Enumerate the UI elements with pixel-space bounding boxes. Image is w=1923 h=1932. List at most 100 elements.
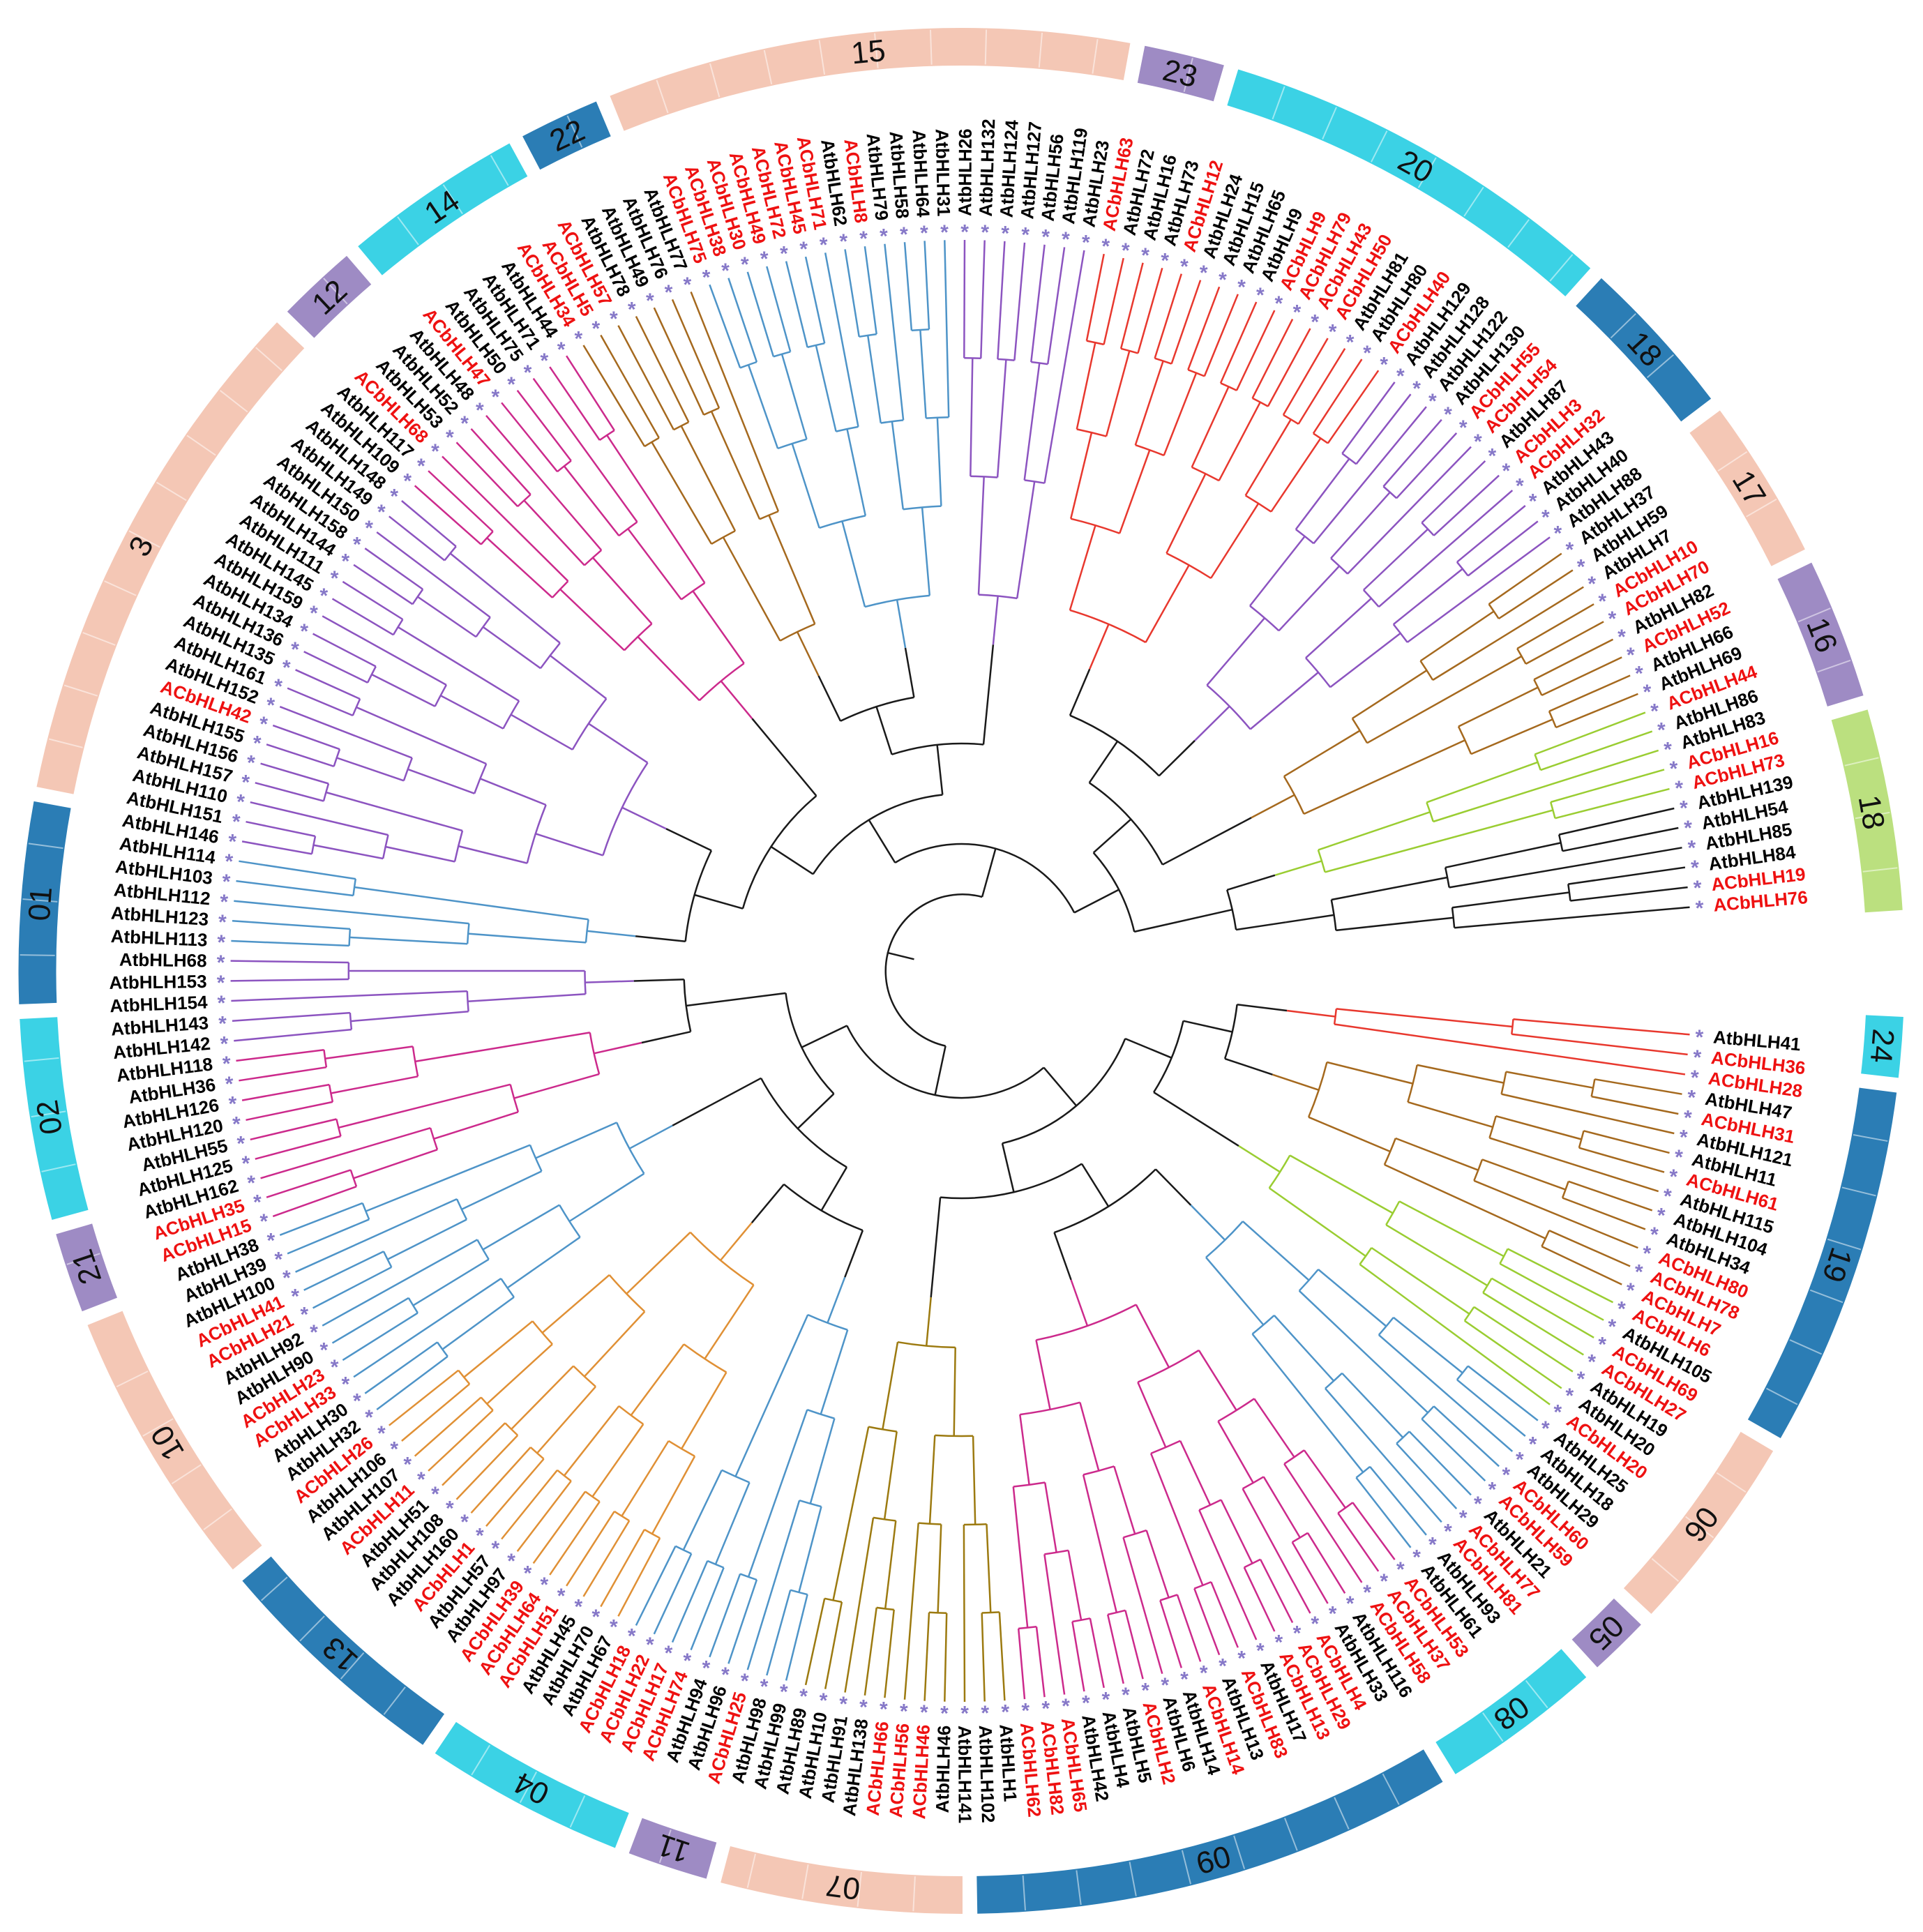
ring-group-number: 23 <box>1159 53 1200 94</box>
ring-segment-18 <box>1576 278 1712 422</box>
leaf-star-marker: * <box>1635 1261 1643 1284</box>
leaf-star-marker: * <box>403 470 412 493</box>
ring-segment-12 <box>287 255 372 338</box>
leaf-star-marker: * <box>1329 1603 1337 1626</box>
leaf-star-marker: * <box>721 259 730 282</box>
leaf-star-marker: * <box>1001 222 1009 246</box>
leaf-star-marker: * <box>1311 310 1319 333</box>
leaf-star-marker: * <box>540 1573 548 1597</box>
leaf-star-marker: * <box>417 1468 425 1491</box>
leaf-star-marker: * <box>310 1321 318 1344</box>
leaf-star-marker: * <box>1082 232 1090 255</box>
leaf-star-marker: * <box>574 1596 582 1619</box>
leaf-star-marker: * <box>1696 897 1704 920</box>
leaf-star-marker: * <box>1428 390 1437 413</box>
leaf-star-marker: * <box>839 1693 847 1716</box>
leaf-star-marker: * <box>1488 445 1497 468</box>
leaf-star-marker: * <box>1680 797 1688 820</box>
leaf-star-marker: * <box>1396 1558 1405 1581</box>
leaf-label: AtbHLH141 <box>954 1726 976 1823</box>
leaf-star-marker: * <box>300 620 308 643</box>
leaf-star-marker: * <box>253 732 262 755</box>
leaf-label: AtbHLH46 <box>932 1725 955 1813</box>
ring-segment-04 <box>435 1721 629 1848</box>
ring-segment-15 <box>610 28 1131 131</box>
leaf-star-marker: * <box>390 485 398 508</box>
leaf-label: AtbHLH64 <box>908 129 933 218</box>
leaf-star-marker: * <box>1691 856 1699 880</box>
leaf-star-marker: * <box>1237 1647 1246 1670</box>
leaf-star-marker: * <box>1650 700 1659 723</box>
leaf-star-marker: * <box>1650 1223 1659 1246</box>
leaf-star-marker: * <box>282 1267 291 1290</box>
ring-segment-16 <box>1777 562 1864 707</box>
leaf-star-marker: * <box>702 1657 711 1680</box>
clade-branches <box>230 239 1690 1703</box>
ring-group-number: 02 <box>30 1098 69 1137</box>
leaf-star-marker: * <box>592 1606 601 1629</box>
leaf-star-marker: * <box>760 1675 769 1698</box>
leaf-star-marker: * <box>1684 1106 1692 1129</box>
leaf-label: AtbHLH68 <box>119 949 207 972</box>
leaf-star-marker: * <box>1021 224 1030 247</box>
leaf-star-marker: * <box>1444 403 1452 426</box>
leaf-star-marker: * <box>491 386 499 409</box>
leaf-label: AtbHLH1 <box>995 1723 1021 1802</box>
leaf-star-marker: * <box>431 1483 439 1506</box>
ring-segment-06 <box>1623 1431 1774 1614</box>
ring-group-number: 18 <box>1852 792 1892 832</box>
ring-segment-3 <box>36 322 305 794</box>
ring-segment-17 <box>1689 410 1805 566</box>
leaf-star-marker: * <box>721 1663 730 1686</box>
leaf-star-marker: * <box>365 1406 373 1429</box>
leaf-star-marker: * <box>1554 522 1562 545</box>
leaf-star-marker: * <box>1396 365 1405 388</box>
leaf-star-marker: * <box>1565 1384 1574 1408</box>
leaf-star-marker: * <box>1635 663 1643 686</box>
leaf-star-marker: * <box>1428 1533 1437 1556</box>
leaf-star-marker: * <box>820 234 828 257</box>
leaf-star-marker: * <box>1577 555 1585 578</box>
leaf-star-marker: * <box>220 1032 229 1055</box>
leaf-star-marker: * <box>1141 244 1149 267</box>
leaf-star-marker: * <box>1444 1520 1452 1543</box>
leaf-star-marker: * <box>1041 226 1050 249</box>
leaf-star-marker: * <box>507 1550 515 1573</box>
leaf-label: AtbHLH102 <box>975 1725 999 1823</box>
leaf-star-marker: * <box>365 517 373 540</box>
leaf-star-marker: * <box>1256 284 1265 307</box>
leaf-star-marker: * <box>1502 460 1511 483</box>
leaf-star-marker: * <box>780 243 788 266</box>
leaf-star-marker: * <box>1021 1700 1030 1723</box>
leaf-star-marker: * <box>300 1303 308 1326</box>
leaf-star-marker: * <box>741 1670 749 1693</box>
leaf-star-marker: * <box>1598 1333 1606 1356</box>
leaf-star-marker: * <box>266 694 275 717</box>
leaf-star-marker: * <box>1256 1639 1265 1662</box>
leaf-star-marker: * <box>460 412 469 435</box>
leaf-star-marker: * <box>223 870 231 893</box>
leaf-star-marker: * <box>1577 1368 1585 1391</box>
leaf-star-marker: * <box>665 281 673 304</box>
leaf-label: AtbHLH26 <box>954 128 976 216</box>
ring-segment-13 <box>242 1556 445 1745</box>
leaf-star-marker: * <box>390 1438 398 1461</box>
leaf-star-marker: * <box>1608 1315 1617 1338</box>
ring-segment-23 <box>1137 45 1224 102</box>
leaf-star-marker: * <box>1293 1622 1302 1645</box>
leaf-star-marker: * <box>574 328 582 351</box>
leaf-star-marker: * <box>900 223 908 246</box>
ring-segment-02 <box>20 1017 89 1221</box>
leaf-star-marker: * <box>1380 353 1388 376</box>
leaf-star-marker: * <box>702 266 711 289</box>
leaf-star-marker: * <box>1122 1684 1130 1707</box>
leaf-star-marker: * <box>247 1172 255 1195</box>
leaf-star-marker: * <box>1565 538 1574 561</box>
leaf-star-marker: * <box>880 1698 888 1721</box>
leaf-star-marker: * <box>247 751 255 774</box>
leaf-star-marker: * <box>1529 490 1537 513</box>
leaf-star-marker: * <box>859 1696 868 1719</box>
ring-group-number: 07 <box>824 1868 862 1906</box>
leaf-star-marker: * <box>218 992 226 1015</box>
